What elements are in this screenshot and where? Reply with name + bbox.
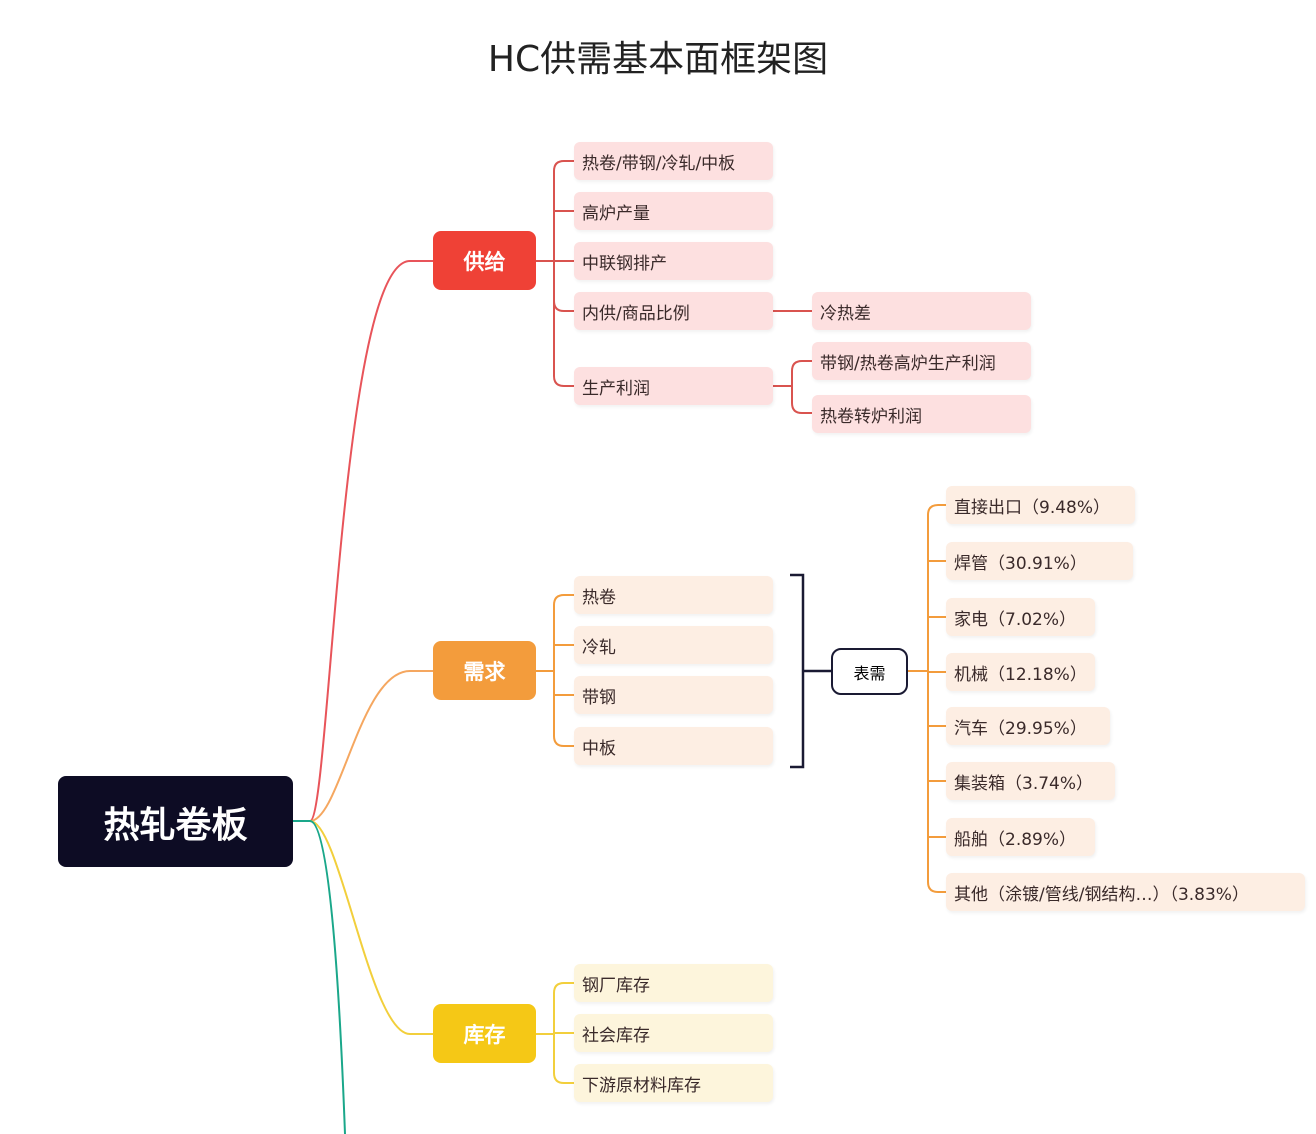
supply-item[interactable]: 高炉产量 <box>574 192 773 230</box>
demand-item[interactable]: 中板 <box>574 727 773 765</box>
supply-node[interactable]: 供给 <box>433 231 536 290</box>
inventory-node[interactable]: 库存 <box>433 1004 536 1063</box>
inventory-item[interactable]: 下游原材料库存 <box>574 1064 773 1102</box>
sector-item[interactable]: 船舶（2.89%） <box>946 818 1095 856</box>
supply-item[interactable]: 内供/商品比例 <box>574 292 773 330</box>
sector-item[interactable]: 机械（12.18%） <box>946 653 1095 691</box>
supply-item[interactable]: 生产利润 <box>574 367 773 405</box>
line-root-supply <box>293 260 433 822</box>
line-root-other <box>293 820 346 1134</box>
sector-item[interactable]: 家电（7.02%） <box>946 598 1095 636</box>
demand-item[interactable]: 带钢 <box>574 676 773 714</box>
apparent-demand-node[interactable]: 表需 <box>831 648 908 695</box>
sector-item[interactable]: 集装箱（3.74%） <box>946 762 1115 800</box>
profit-child[interactable]: 带钢/热卷高炉生产利润 <box>812 342 1031 380</box>
sector-item[interactable]: 焊管（30.91%） <box>946 542 1133 580</box>
ratio-child[interactable]: 冷热差 <box>812 292 1031 330</box>
demand-item[interactable]: 热卷 <box>574 576 773 614</box>
root-node[interactable]: 热轧卷板 <box>58 776 293 867</box>
diagram-title: HC供需基本面框架图 <box>487 39 829 80</box>
supply-item[interactable]: 中联钢排产 <box>574 242 773 280</box>
line-root-inventory <box>293 820 433 1035</box>
inventory-item[interactable]: 社会库存 <box>574 1014 773 1052</box>
profit-child[interactable]: 热卷转炉利润 <box>812 395 1031 433</box>
supply-item[interactable]: 热卷/带钢/冷轧/中板 <box>574 142 773 180</box>
demand-node[interactable]: 需求 <box>433 641 536 700</box>
sector-item[interactable]: 直接出口（9.48%） <box>946 486 1135 524</box>
sector-item[interactable]: 汽车（29.95%） <box>946 707 1110 745</box>
line-root-demand <box>293 670 433 822</box>
demand-item[interactable]: 冷轧 <box>574 626 773 664</box>
sector-item[interactable]: 其他（涂镀/管线/钢结构…）（3.83%） <box>946 873 1305 911</box>
inventory-item[interactable]: 钢厂库存 <box>574 964 773 1002</box>
